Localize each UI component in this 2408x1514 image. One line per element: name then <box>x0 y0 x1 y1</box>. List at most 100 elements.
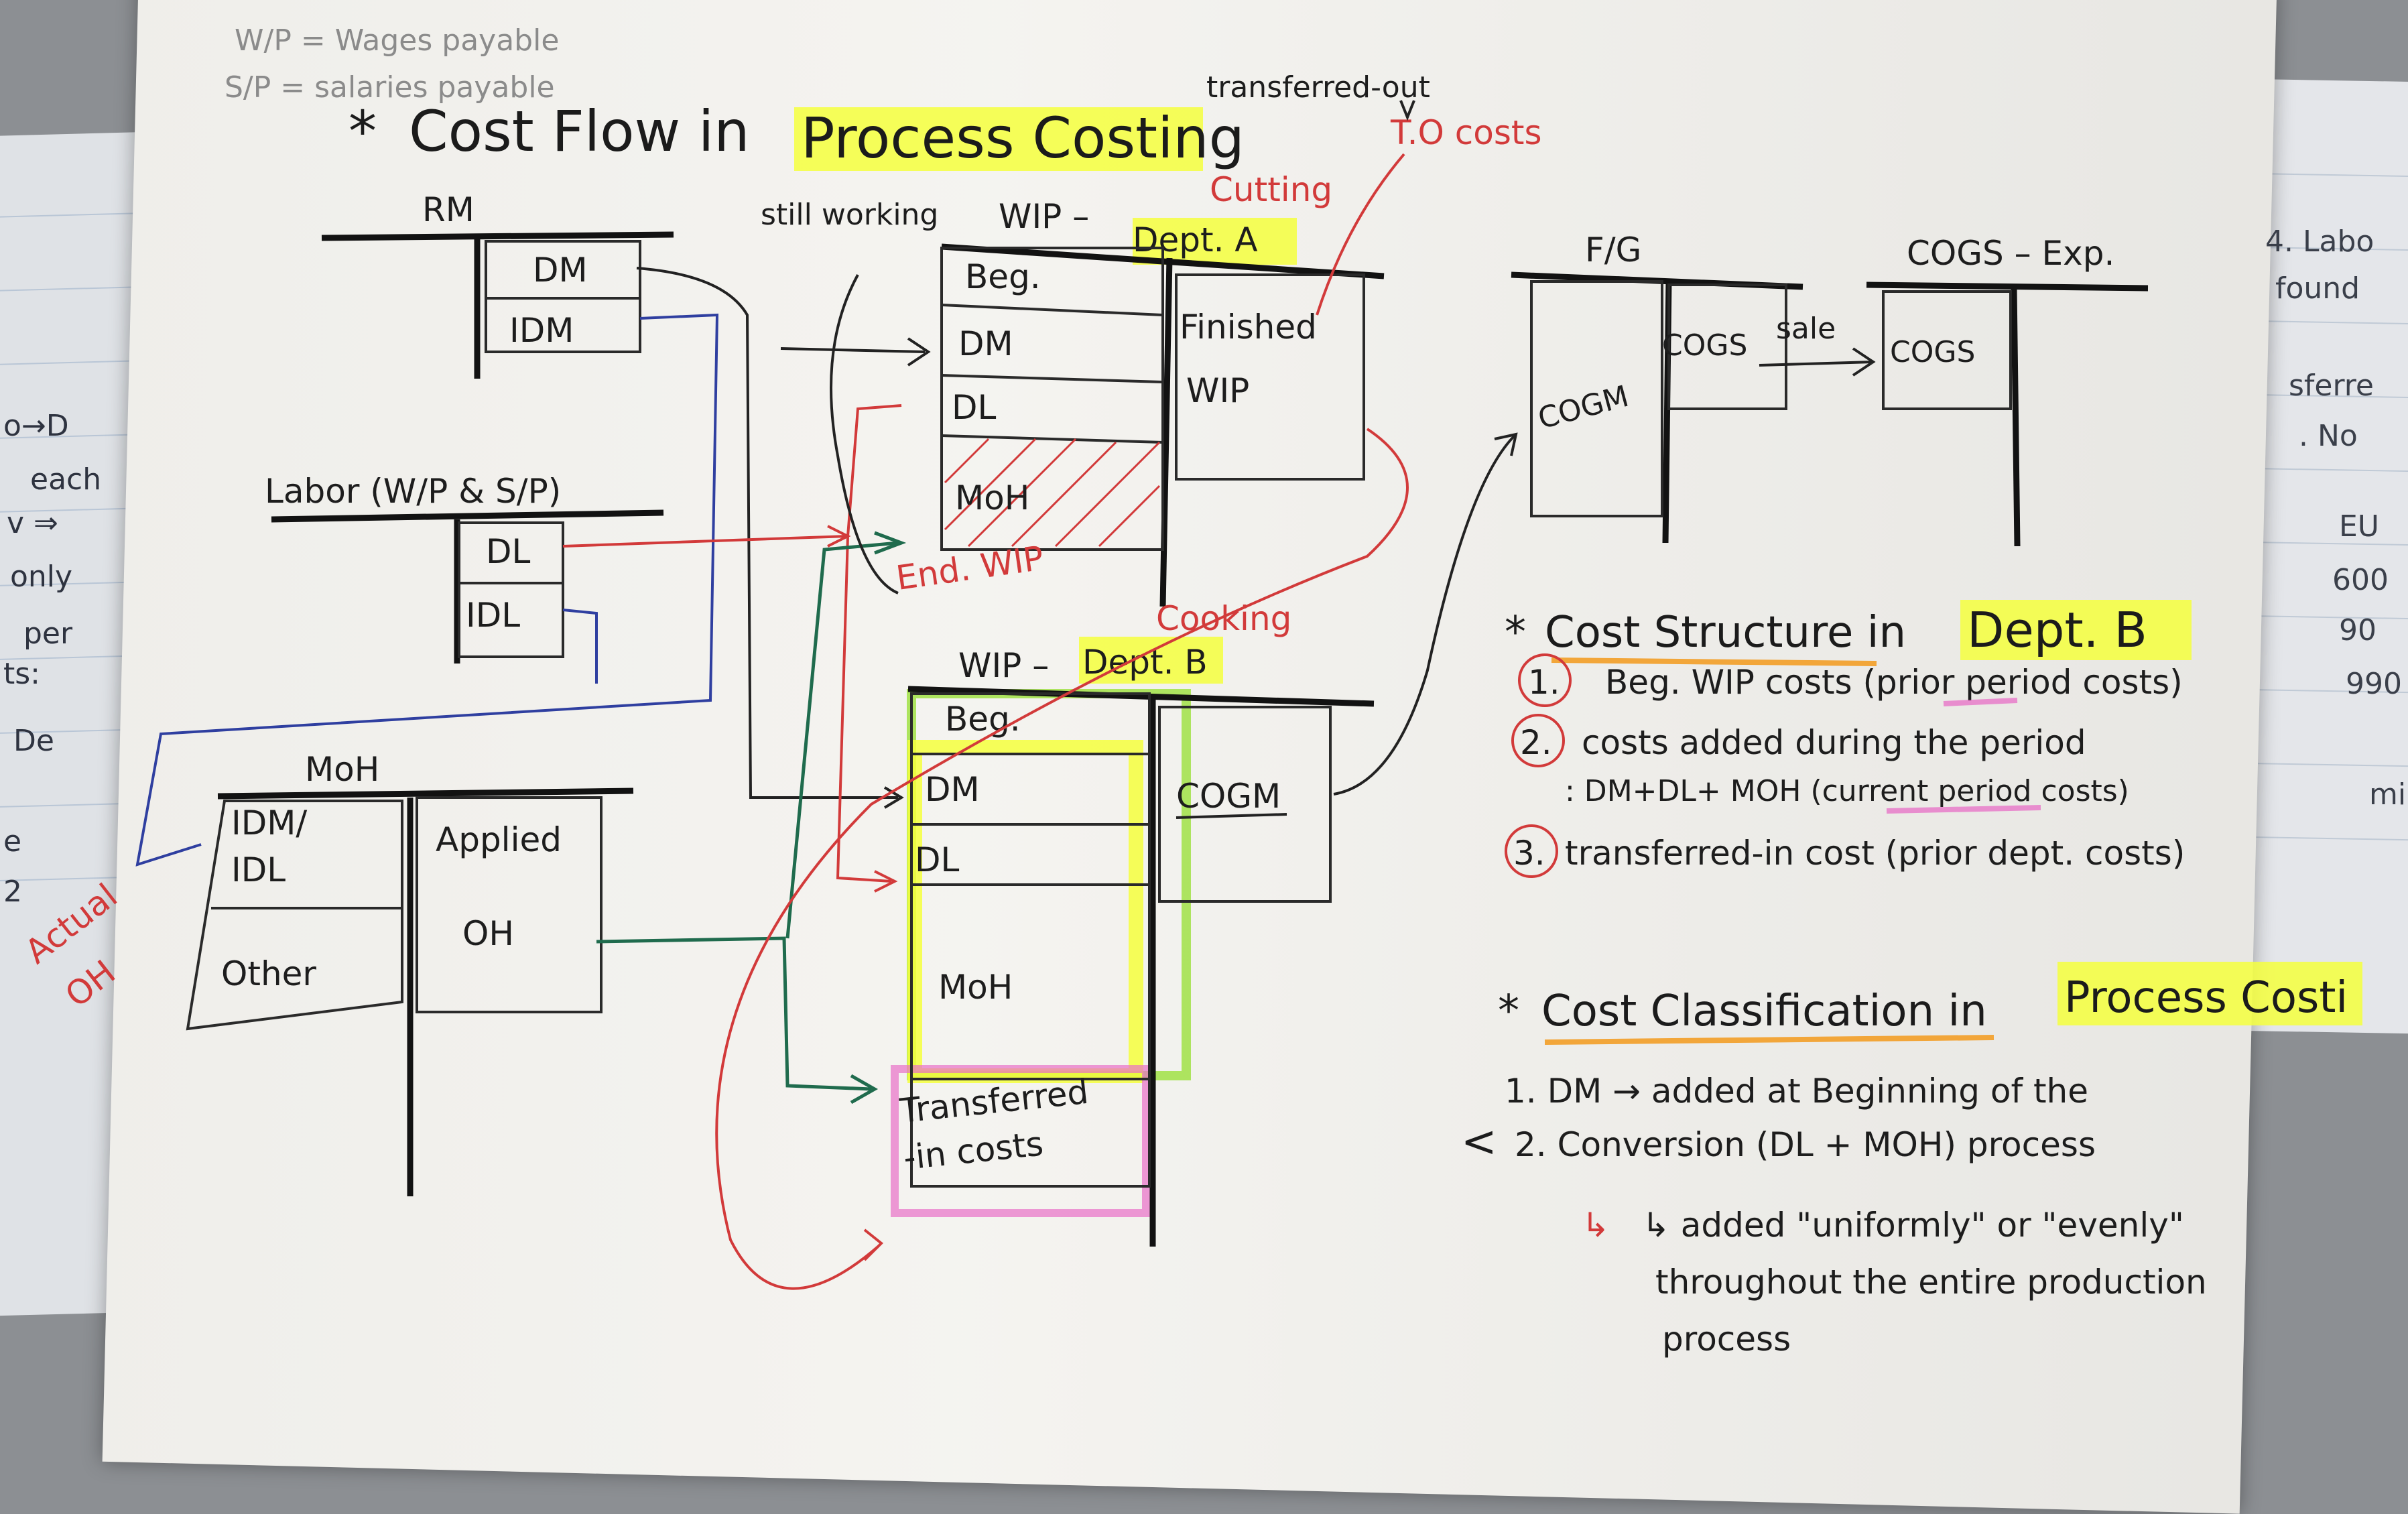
dept-a-highlight <box>1133 218 1297 265</box>
moh-left-idl: IDL <box>231 850 286 889</box>
classification-item-3: ↳ added "uniformly" or "evenly" <box>1642 1206 2184 1245</box>
labor-row-dl: DL <box>486 532 531 571</box>
arrow-head-dl-b-icon <box>874 870 898 893</box>
rm-title: RM <box>422 190 474 229</box>
transferred-out-note: transferred-out T.O costs <box>1206 70 1542 316</box>
flow-rm-dm-to-dept-b <box>636 267 898 799</box>
labor-title: Labor (W/P & S/P) <box>265 472 561 511</box>
structure-item-1-num: 1. <box>1528 663 1560 702</box>
wip-a-title-highlight: Dept. A <box>1133 220 1258 259</box>
wip-a-right-finished: Finished <box>1180 308 1317 346</box>
wip-a-cutting: Cutting <box>1210 170 1332 209</box>
moh-left-idm: IDM/ <box>231 804 307 842</box>
bg-left-text-8: 2 <box>3 875 22 909</box>
wip-a-end-wip: End. WIP <box>894 539 1046 598</box>
wip-b-title-prefix: WIP – <box>958 646 1049 685</box>
abbreviation-wages: W/P = Wages payable <box>235 23 559 58</box>
classification-title: Cost Classification in <box>1541 987 1987 1036</box>
labor-top-bar <box>271 509 664 523</box>
arrow-head-dept-b-dm-icon <box>883 786 904 809</box>
labor-row-idl: IDL <box>466 596 520 635</box>
flow-applied-oh-to-dept-b <box>596 936 872 1091</box>
handwritten-diagram: o→D each v ⇒ only per ts: De e 2 4. Labo… <box>3 23 2407 1359</box>
abbreviation-salaries: S/P = salaries payable <box>225 70 555 105</box>
cogs-t-account: COGS – Exp. COGS <box>1866 234 2149 547</box>
background-right-text: 4. Labo found sferre . No EU 600 90 990 … <box>2265 225 2406 812</box>
structure-num-2-circle <box>1511 714 1565 767</box>
wip-a-title-prefix: WIP – <box>999 197 1089 236</box>
flow-transferred-out-to-dept-b <box>715 428 1409 1290</box>
title-highlight <box>794 107 1203 171</box>
structure-item-2b-text: : DM+DL+ MOH (current period costs) <box>1565 774 2129 808</box>
wip-b-pink-highlight <box>891 1065 1150 1217</box>
bg-right-text-1: found <box>2275 271 2360 306</box>
moh-side-oh: OH <box>58 952 123 1015</box>
fg-sale-arrow-icon <box>1759 347 1876 377</box>
structure-item-2-num: 2. <box>1520 723 1552 762</box>
wip-b-cooking: Cooking <box>1156 599 1291 638</box>
bg-right-text-8: mi <box>2369 777 2406 812</box>
flow-rm-dm-to-dept-a <box>780 347 926 353</box>
classification-brace-icon: < <box>1461 1117 1497 1167</box>
bg-right-text-6: 90 <box>2339 613 2377 647</box>
rm-t-account: RM DM IDM <box>321 190 674 379</box>
background-left-text: o→D each v ⇒ only per ts: De e 2 <box>3 409 101 909</box>
title-highlight-text: Process Costing <box>801 105 1245 171</box>
moh-right-oh: OH <box>462 914 514 953</box>
wip-a-right-wip: WIP <box>1186 371 1249 410</box>
structure-title-underline <box>1551 657 1877 666</box>
rm-row-dm: DM <box>533 251 588 290</box>
classification-item-4: throughout the entire production <box>1655 1263 2207 1302</box>
cogs-debit-box <box>1882 290 2012 410</box>
bg-right-text-0: 4. Labo <box>2265 225 2374 259</box>
structure-highlight-text: Dept. B <box>1967 602 2147 658</box>
fg-t-account: F/G COGM COGS sale <box>1511 231 1876 544</box>
bg-left-text-4: per <box>23 617 73 651</box>
cost-structure-section: * Cost Structure in Dept. B 1. Beg. WIP … <box>1505 602 2185 878</box>
cost-classification-section: * Cost Classification in Process Costi <… <box>1461 973 2348 1359</box>
transfer-arrow-icon <box>1399 100 1415 121</box>
structure-item-2-text: costs added during the period <box>1582 723 2086 762</box>
flow-arrows <box>135 267 1518 1290</box>
bg-right-text-5: 600 <box>2332 563 2389 597</box>
wip-a-row-moh: MoH <box>955 479 1029 517</box>
flow-idm-to-moh <box>135 313 719 867</box>
moh-title: MoH <box>305 750 379 789</box>
classification-highlight <box>2057 962 2362 1025</box>
flow-dl-to-dept-b <box>836 535 892 883</box>
bg-left-text-0: o→D <box>3 409 69 443</box>
bg-left-text-3: only <box>10 560 72 594</box>
title-star: * <box>348 99 377 164</box>
bg-right-text-2: sferre <box>2289 369 2374 403</box>
wip-b-credit-box <box>1158 706 1332 903</box>
wip-b-yellow-highlight <box>907 740 1143 1083</box>
wip-a-credit-box <box>1175 273 1365 481</box>
wip-a-row-beg: Beg. <box>965 257 1041 296</box>
cogs-left-cogs: COGS <box>1890 335 1975 369</box>
flow-still-working <box>830 274 899 594</box>
fg-sale-label: sale <box>1776 312 1836 346</box>
moh-top-bar <box>217 787 634 800</box>
labor-credit-box <box>458 521 564 658</box>
classification-arrow-icon: ↳ <box>1582 1206 1610 1245</box>
wip-a-row-dm: DM <box>958 324 1013 363</box>
classification-item-5: process <box>1662 1320 1791 1359</box>
wip-b-row-moh: MoH <box>938 968 1013 1007</box>
wip-dept-b-t-account: WIP – Dept. B Cooking Beg. DM DL MoH Tra… <box>891 599 1375 1247</box>
classification-title-underline <box>1544 1035 1994 1045</box>
bg-left-text-5: ts: <box>3 657 40 691</box>
wip-b-transferred-2: -in costs <box>901 1124 1045 1178</box>
structure-title: Cost Structure in <box>1545 608 1906 657</box>
wip-b-top-bar <box>907 686 1375 707</box>
abbreviation-notes: W/P = Wages payable S/P = salaries payab… <box>225 23 559 105</box>
cogs-title: COGS – Exp. <box>1907 234 2114 273</box>
structure-star: * <box>1505 608 1526 657</box>
bg-left-text-2: v ⇒ <box>7 506 58 540</box>
wip-a-moh-hatch <box>944 438 1161 548</box>
flow-idl-to-moh <box>562 609 598 684</box>
wip-b-cogm-underline <box>1176 813 1287 819</box>
wip-b-row-dl: DL <box>915 840 960 879</box>
main-title: * Cost Flow in Process Costing <box>348 99 1245 171</box>
transfer-bottom-label: T.O costs <box>1390 113 1542 152</box>
rm-top-bar <box>321 231 674 241</box>
